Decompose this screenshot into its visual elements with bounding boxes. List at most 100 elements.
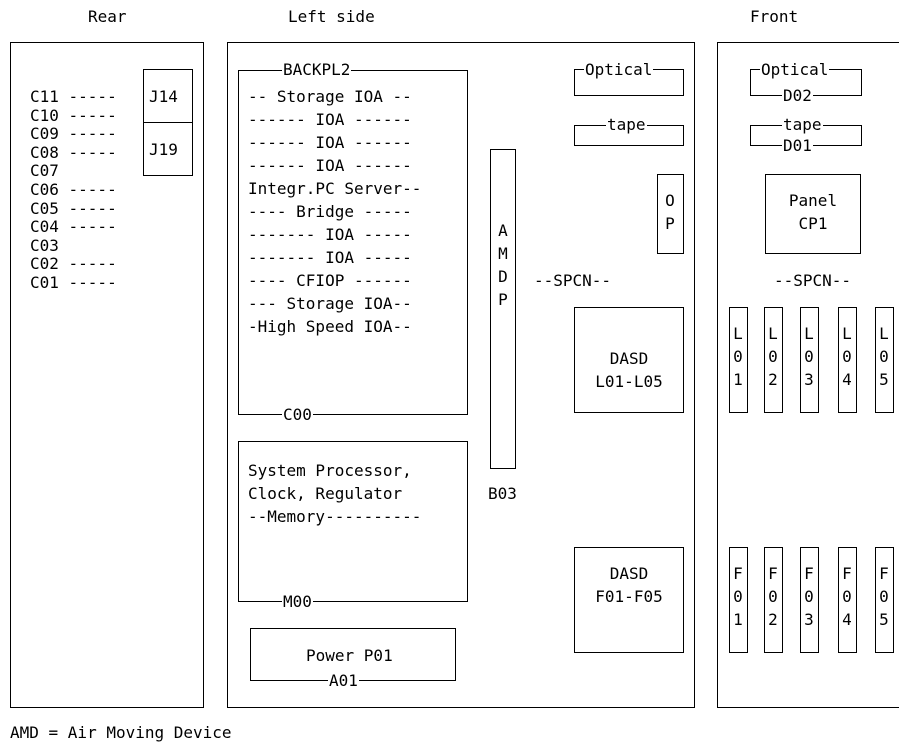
processor-line-1: System Processor, [248,461,412,480]
rear-slot-row: C06 ----- [30,180,117,199]
dasd-l-title: DASD [609,349,649,368]
front-f-slot-box [729,547,748,653]
front-f-slot-char: F [804,564,814,583]
left-optical-label: Optical [584,60,654,79]
dasd-l-box [574,307,684,413]
front-header: Front [750,7,799,26]
front-f-slot-box [764,547,783,653]
rear-slot-row: C04 ----- [30,217,117,236]
connector-j19-box [143,122,193,176]
front-l-slot-char: 2 [768,370,778,389]
front-l-slot-char: 0 [879,347,889,366]
front-f-slot-char: F [768,564,778,583]
front-l-slot-char: L [842,324,852,343]
footer-legend: AMD = Air Moving Device [10,723,232,742]
front-l-slot-char: 4 [842,370,852,389]
card-slot-row: Integr.PC Server-- [248,179,422,198]
connector-j14-box [143,69,193,123]
card-slot-row: ---- CFIOP ------ [248,271,412,290]
front-l-slot-char: 0 [768,347,778,366]
front-f-slot-char: 5 [879,610,889,629]
op-letter-o: O [665,191,675,210]
front-panel-cp1-box [765,174,861,254]
left-tape-label: tape [606,115,647,134]
card-slot-row: ---- Bridge ----- [248,202,412,221]
dasd-f-range: F01-F05 [595,587,663,606]
card-slot-row: --- Storage IOA-- [248,294,412,313]
rear-header: Rear [88,7,127,26]
front-l-slot-char: L [879,324,889,343]
front-l-slot-char: 0 [733,347,743,366]
front-optical-label: Optical [760,60,830,79]
card-slot-row: ------- IOA ----- [248,248,412,267]
backplane-label: BACKPL2 [282,60,352,79]
front-spcn-label: --SPCN-- [774,271,852,290]
card-slot-row: ------ IOA ------ [248,110,412,129]
front-f-slot-char: 0 [733,587,743,606]
front-f-slot-box [838,547,857,653]
front-f-slot-box [875,547,894,653]
dasd-f-box [574,547,684,653]
front-f-slot-char: 3 [804,610,814,629]
amd-letter-d: D [498,267,508,286]
front-f-slot-char: F [879,564,889,583]
processor-line-2: Clock, Regulator [248,484,403,503]
front-tape-code: D01 [782,136,813,155]
front-l-slot-char: 0 [804,347,814,366]
card-slot-row: -- Storage IOA -- [248,87,412,106]
dasd-f-title: DASD [609,564,649,583]
front-l-slot-char: 1 [733,370,743,389]
processor-box [238,441,468,602]
card-slot-row: ------- IOA ----- [248,225,412,244]
rear-slot-row: C09 ----- [30,124,117,143]
front-l-slot-char: 0 [842,347,852,366]
rear-slot-row: C03 [30,236,59,255]
connector-j19-label: J19 [149,140,178,159]
backplane-box [238,70,468,415]
front-f-slot-char: 0 [879,587,889,606]
front-l-slot-box [875,307,894,413]
amd-letter-m: M [498,244,508,263]
left-spcn-label: --SPCN-- [534,271,612,290]
front-tape-label: tape [782,115,823,134]
front-f-slot-char: 0 [768,587,778,606]
front-f-slot-char: 1 [733,610,743,629]
rear-slot-row: C10 ----- [30,106,117,125]
left-side-header: Left side [288,7,375,26]
front-f-slot-char: 0 [804,587,814,606]
front-l-slot-char: 3 [804,370,814,389]
operator-panel-box [657,174,684,254]
front-l-slot-box [838,307,857,413]
amd-letter-a: A [498,221,508,240]
rear-slot-row: C07 [30,161,59,180]
op-letter-p: P [665,214,675,233]
front-l-slot-box [764,307,783,413]
power-label: Power P01 [306,646,393,665]
rear-slot-row: C08 ----- [30,143,117,162]
card-slot-row: ------ IOA ------ [248,133,412,152]
front-f-slot-char: F [733,564,743,583]
front-f-slot-char: F [842,564,852,583]
front-f-slot-box [800,547,819,653]
power-bottom-label: A01 [328,671,359,690]
card-slot-row: -High Speed IOA-- [248,317,412,336]
front-l-slot-char: L [804,324,814,343]
rear-slot-row: C11 ----- [30,87,117,106]
front-l-slot-char: L [733,324,743,343]
processor-bottom-label: M00 [282,592,313,611]
amd-box [490,149,516,469]
front-panel-cp1-title: Panel [788,191,838,210]
backplane-bottom-label: C00 [282,405,313,424]
card-slot-row: ------ IOA ------ [248,156,412,175]
dasd-l-range: L01-L05 [595,372,663,391]
front-l-slot-char: 5 [879,370,889,389]
rear-slot-row: C01 ----- [30,273,117,292]
memory-line: --Memory---------- [248,507,422,526]
front-optical-code: D02 [782,86,813,105]
rear-slot-row: C02 ----- [30,254,117,273]
front-l-slot-box [800,307,819,413]
connector-j14-label: J14 [149,87,178,106]
amd-letter-p: P [498,290,508,309]
front-panel-cp1-code: CP1 [798,214,828,233]
front-f-slot-char: 4 [842,610,852,629]
